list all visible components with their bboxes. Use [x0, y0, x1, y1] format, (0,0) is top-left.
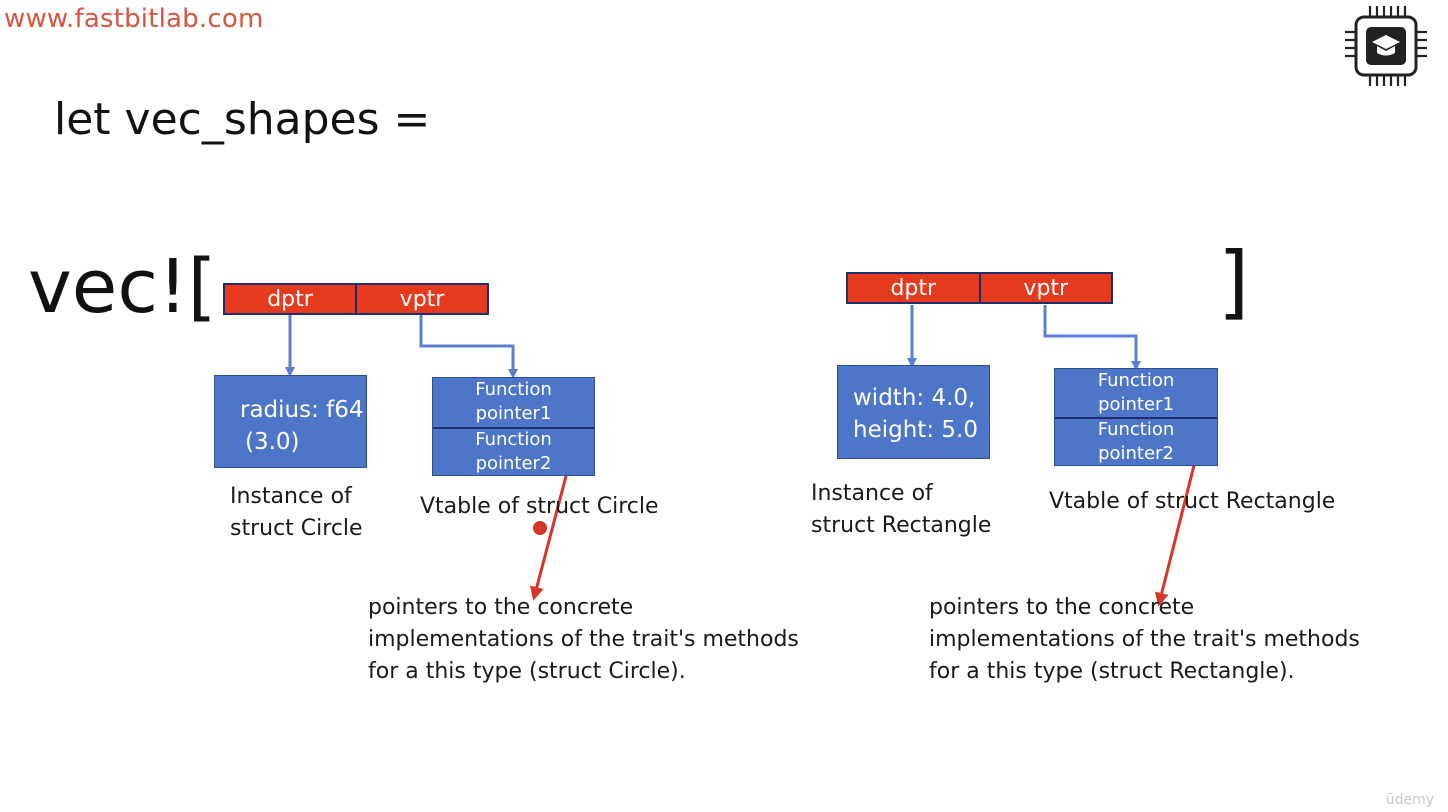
vec-close-bracket: ]: [1218, 235, 1250, 328]
right-instance-caption-line2: struct Rectangle: [811, 513, 992, 538]
right-note-line3: for a this type (struct Rectangle).: [929, 659, 1295, 684]
left-note-line2: implementations of the trait's methods: [368, 627, 799, 652]
right-instance-line2: height: 5.0: [853, 417, 978, 443]
left-vtable-slot2-line1: Function: [475, 428, 552, 450]
left-vtable-slot1-line1: Function: [475, 379, 552, 401]
right-vtable-slot2: Function pointer2: [1055, 417, 1217, 465]
left-vtable-slot2: Function pointer2: [433, 426, 594, 476]
right-vtable-slot1-line2: pointer1: [1098, 394, 1174, 415]
page-title: let vec_shapes =: [54, 94, 431, 145]
left-vtable-slot1-line2: pointer1: [475, 403, 552, 425]
chip-graduation-cap-icon: [1343, 4, 1429, 88]
left-instance-caption: Instance of struct Circle: [230, 481, 363, 545]
right-instance-caption-line1: Instance of: [811, 481, 933, 506]
left-vtable-slot1: Function pointer1: [433, 378, 594, 427]
left-fat-pointer: dptr vptr: [223, 283, 489, 315]
right-dptr-cell: dptr: [890, 275, 937, 301]
right-vptr-cell: vptr: [978, 274, 1112, 302]
right-annotation-note: pointers to the concrete implementations…: [929, 592, 1360, 688]
left-vtable: Function pointer1 Function pointer2: [432, 377, 595, 476]
left-annotation-note: pointers to the concrete implementations…: [368, 592, 799, 688]
right-vtable-slot2-line1: Function: [1097, 419, 1175, 440]
pointer-cursor-dot: [533, 521, 547, 535]
left-vtable-slot2-line2: pointer2: [475, 452, 552, 474]
right-instance-box: width: 4.0, height: 5.0: [837, 365, 990, 459]
left-vptr-connector: [419, 315, 518, 379]
left-dptr-cell: dptr: [267, 286, 313, 312]
vec-open-bracket: vec![: [28, 244, 217, 330]
site-url: www.fastbitlab.com: [4, 4, 264, 34]
left-vptr-cell: vptr: [355, 285, 487, 313]
right-vtable-slot1-line1: Function: [1097, 370, 1175, 391]
left-note-line1: pointers to the concrete: [368, 595, 634, 620]
right-instance-caption: Instance of struct Rectangle: [811, 478, 991, 542]
left-vtable-caption: Vtable of struct Circle: [420, 494, 659, 519]
udemy-watermark: ūdemy: [1385, 792, 1434, 808]
left-instance-caption-line1: Instance of: [230, 484, 352, 509]
right-note-line1: pointers to the concrete: [929, 595, 1195, 620]
right-vtable-slot1: Function pointer1: [1055, 369, 1217, 417]
right-vtable-slot2-line2: pointer2: [1098, 443, 1174, 464]
right-fat-pointer: dptr vptr: [846, 272, 1113, 304]
right-vtable-caption: Vtable of struct Rectangle: [1049, 489, 1336, 514]
left-instance-line2: (3.0): [245, 429, 300, 455]
right-instance-line1: width: 4.0,: [853, 385, 976, 411]
left-instance-caption-line2: struct Circle: [230, 516, 363, 541]
left-instance-line1: radius: f64: [240, 397, 364, 423]
right-note-line2: implementations of the trait's methods: [929, 627, 1360, 652]
right-vptr-connector: [1043, 305, 1141, 371]
right-vtable: Function pointer1 Function pointer2: [1054, 368, 1218, 466]
left-instance-box: radius: f64 (3.0): [214, 375, 367, 468]
left-note-line3: for a this type (struct Circle).: [368, 659, 686, 684]
